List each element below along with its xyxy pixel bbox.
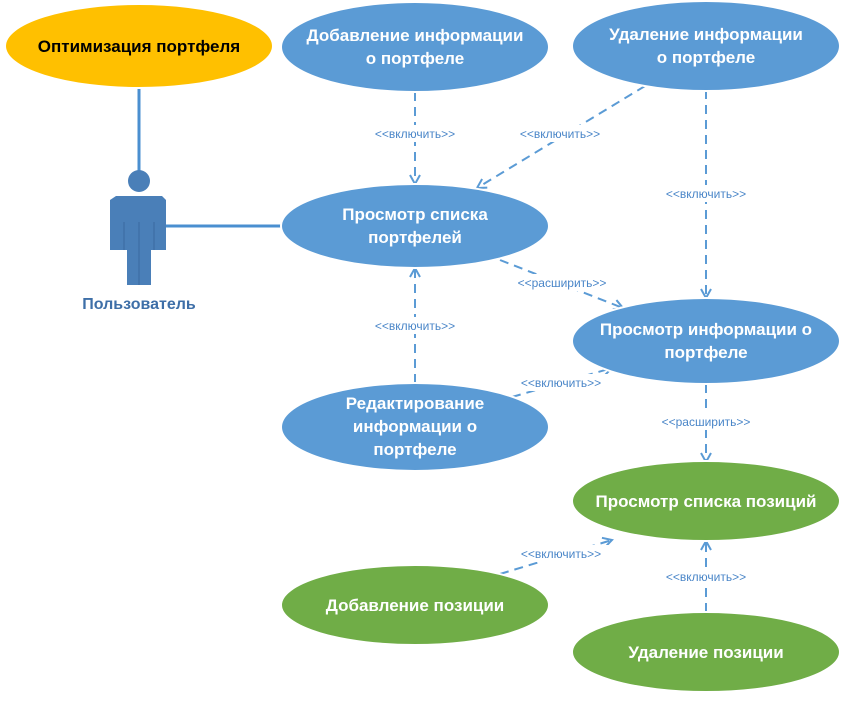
use-case-add-position[interactable]: Добавление позиции <box>280 564 550 646</box>
relation-label-include: <<включить>> <box>666 187 746 201</box>
use-case-view-positions-label: Просмотр списка позиций <box>596 492 817 511</box>
use-case-edit-info-line2: информации о <box>353 417 477 436</box>
use-case-optimize-label: Оптимизация портфеля <box>38 37 240 56</box>
use-case-edit-info-line1: Редактирование <box>346 394 485 413</box>
use-case-delete-position[interactable]: Удаление позиции <box>571 611 841 693</box>
relation-label-include: <<включить>> <box>666 570 746 584</box>
use-case-delete-info[interactable]: Удаление информации о портфеле <box>571 0 841 92</box>
use-case-add-info[interactable]: Добавление информации о портфеле <box>280 1 550 93</box>
relation-label-extend: <<расширить>> <box>518 276 607 290</box>
use-case-optimize[interactable]: Оптимизация портфеля <box>4 3 274 89</box>
use-case-view-list-line1: Просмотр списка <box>342 205 488 224</box>
use-case-delete-position-label: Удаление позиции <box>628 643 783 662</box>
use-case-add-info-line1: Добавление информации <box>307 26 524 45</box>
use-case-view-info-line2: портфеле <box>664 343 747 362</box>
use-case-add-info-line2: о портфеле <box>366 49 464 68</box>
actor-name: Пользователь <box>82 296 196 313</box>
user-actor-icon[interactable] <box>110 170 166 285</box>
use-case-add-position-label: Добавление позиции <box>326 596 505 615</box>
relation-label-include: <<включить>> <box>521 376 601 390</box>
relation-label-include: <<включить>> <box>375 319 455 333</box>
use-case-delete-info-line2: о портфеле <box>657 48 755 67</box>
use-case-view-positions[interactable]: Просмотр списка позиций <box>571 460 841 542</box>
use-case-view-info[interactable]: Просмотр информации о портфеле <box>571 297 841 385</box>
use-case-view-info-line1: Просмотр информации о <box>600 320 812 339</box>
use-case-edit-info[interactable]: Редактирование информации о портфеле <box>280 382 550 472</box>
relation-label-include: <<включить>> <box>521 547 601 561</box>
relation-label-include: <<включить>> <box>375 127 455 141</box>
relation-label-extend: <<расширить>> <box>662 415 751 429</box>
relation-label-include: <<включить>> <box>520 127 600 141</box>
use-case-delete-info-line1: Удаление информации <box>609 25 803 44</box>
use-case-edit-info-line3: портфеле <box>373 440 456 459</box>
use-case-view-list[interactable]: Просмотр списка портфелей <box>280 183 550 269</box>
use-case-view-list-line2: портфелей <box>368 228 462 247</box>
